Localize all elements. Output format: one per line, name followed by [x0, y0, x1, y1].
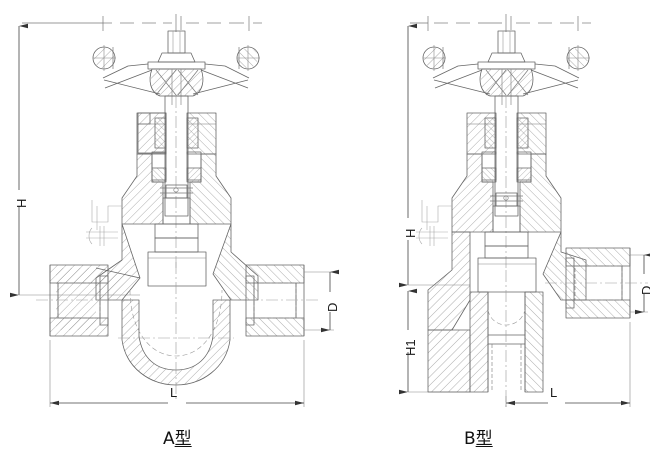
dim-label-l-valve-b: L	[550, 385, 558, 400]
dim-label-d-valve-b: D	[639, 286, 650, 295]
valve-a-dim-L	[49, 340, 305, 407]
valve-a-top-extension-line	[22, 14, 262, 32]
valve-a-view	[10, 14, 339, 407]
valve-a-bonnet-taper	[121, 153, 232, 225]
dim-label-h-valve-a: H	[14, 198, 29, 208]
dim-label-h1-valve-b: H1	[403, 339, 418, 356]
dim-label-l-valve-a: L	[170, 385, 178, 400]
valve-a-caption-suffix: 型	[174, 429, 192, 449]
valve-b-top-extension-line	[410, 14, 591, 32]
valve-a-handwheel	[92, 30, 260, 105]
valve-b-view	[399, 14, 650, 410]
valve-b-caption: B型	[464, 424, 493, 449]
dim-label-h-valve-b: H	[403, 228, 418, 238]
dim-label-d-valve-a: D	[325, 302, 340, 312]
valve-b-bonnet	[466, 112, 547, 183]
valve-b-dim-D	[630, 252, 650, 315]
valve-a-stem	[164, 95, 189, 270]
valve-a-bottom-bowl	[118, 262, 234, 400]
valve-a-side-detail	[86, 200, 122, 246]
valve-b-body-left	[427, 231, 471, 393]
valve-a-body-left	[36, 223, 141, 337]
valve-b-stem	[494, 95, 519, 270]
valve-b-body-right	[542, 231, 648, 319]
valve-a-dim-D	[304, 269, 339, 333]
valve-b-handwheel	[422, 30, 590, 105]
valve-b-dim-L	[505, 322, 631, 407]
valve-b-side-detail	[416, 200, 452, 246]
valve-a-bonnet	[136, 112, 217, 183]
valve-a-body-right	[212, 223, 320, 337]
valve-a-caption-prefix: A	[163, 429, 175, 449]
valve-a-caption: A型	[163, 424, 192, 449]
valve-a-disc	[147, 184, 207, 287]
valve-b-caption-prefix: B	[464, 429, 476, 449]
valve-b-disc	[477, 192, 537, 293]
valve-b-caption-suffix: 型	[475, 429, 493, 449]
valve-b-bottom-outlet	[469, 270, 544, 410]
